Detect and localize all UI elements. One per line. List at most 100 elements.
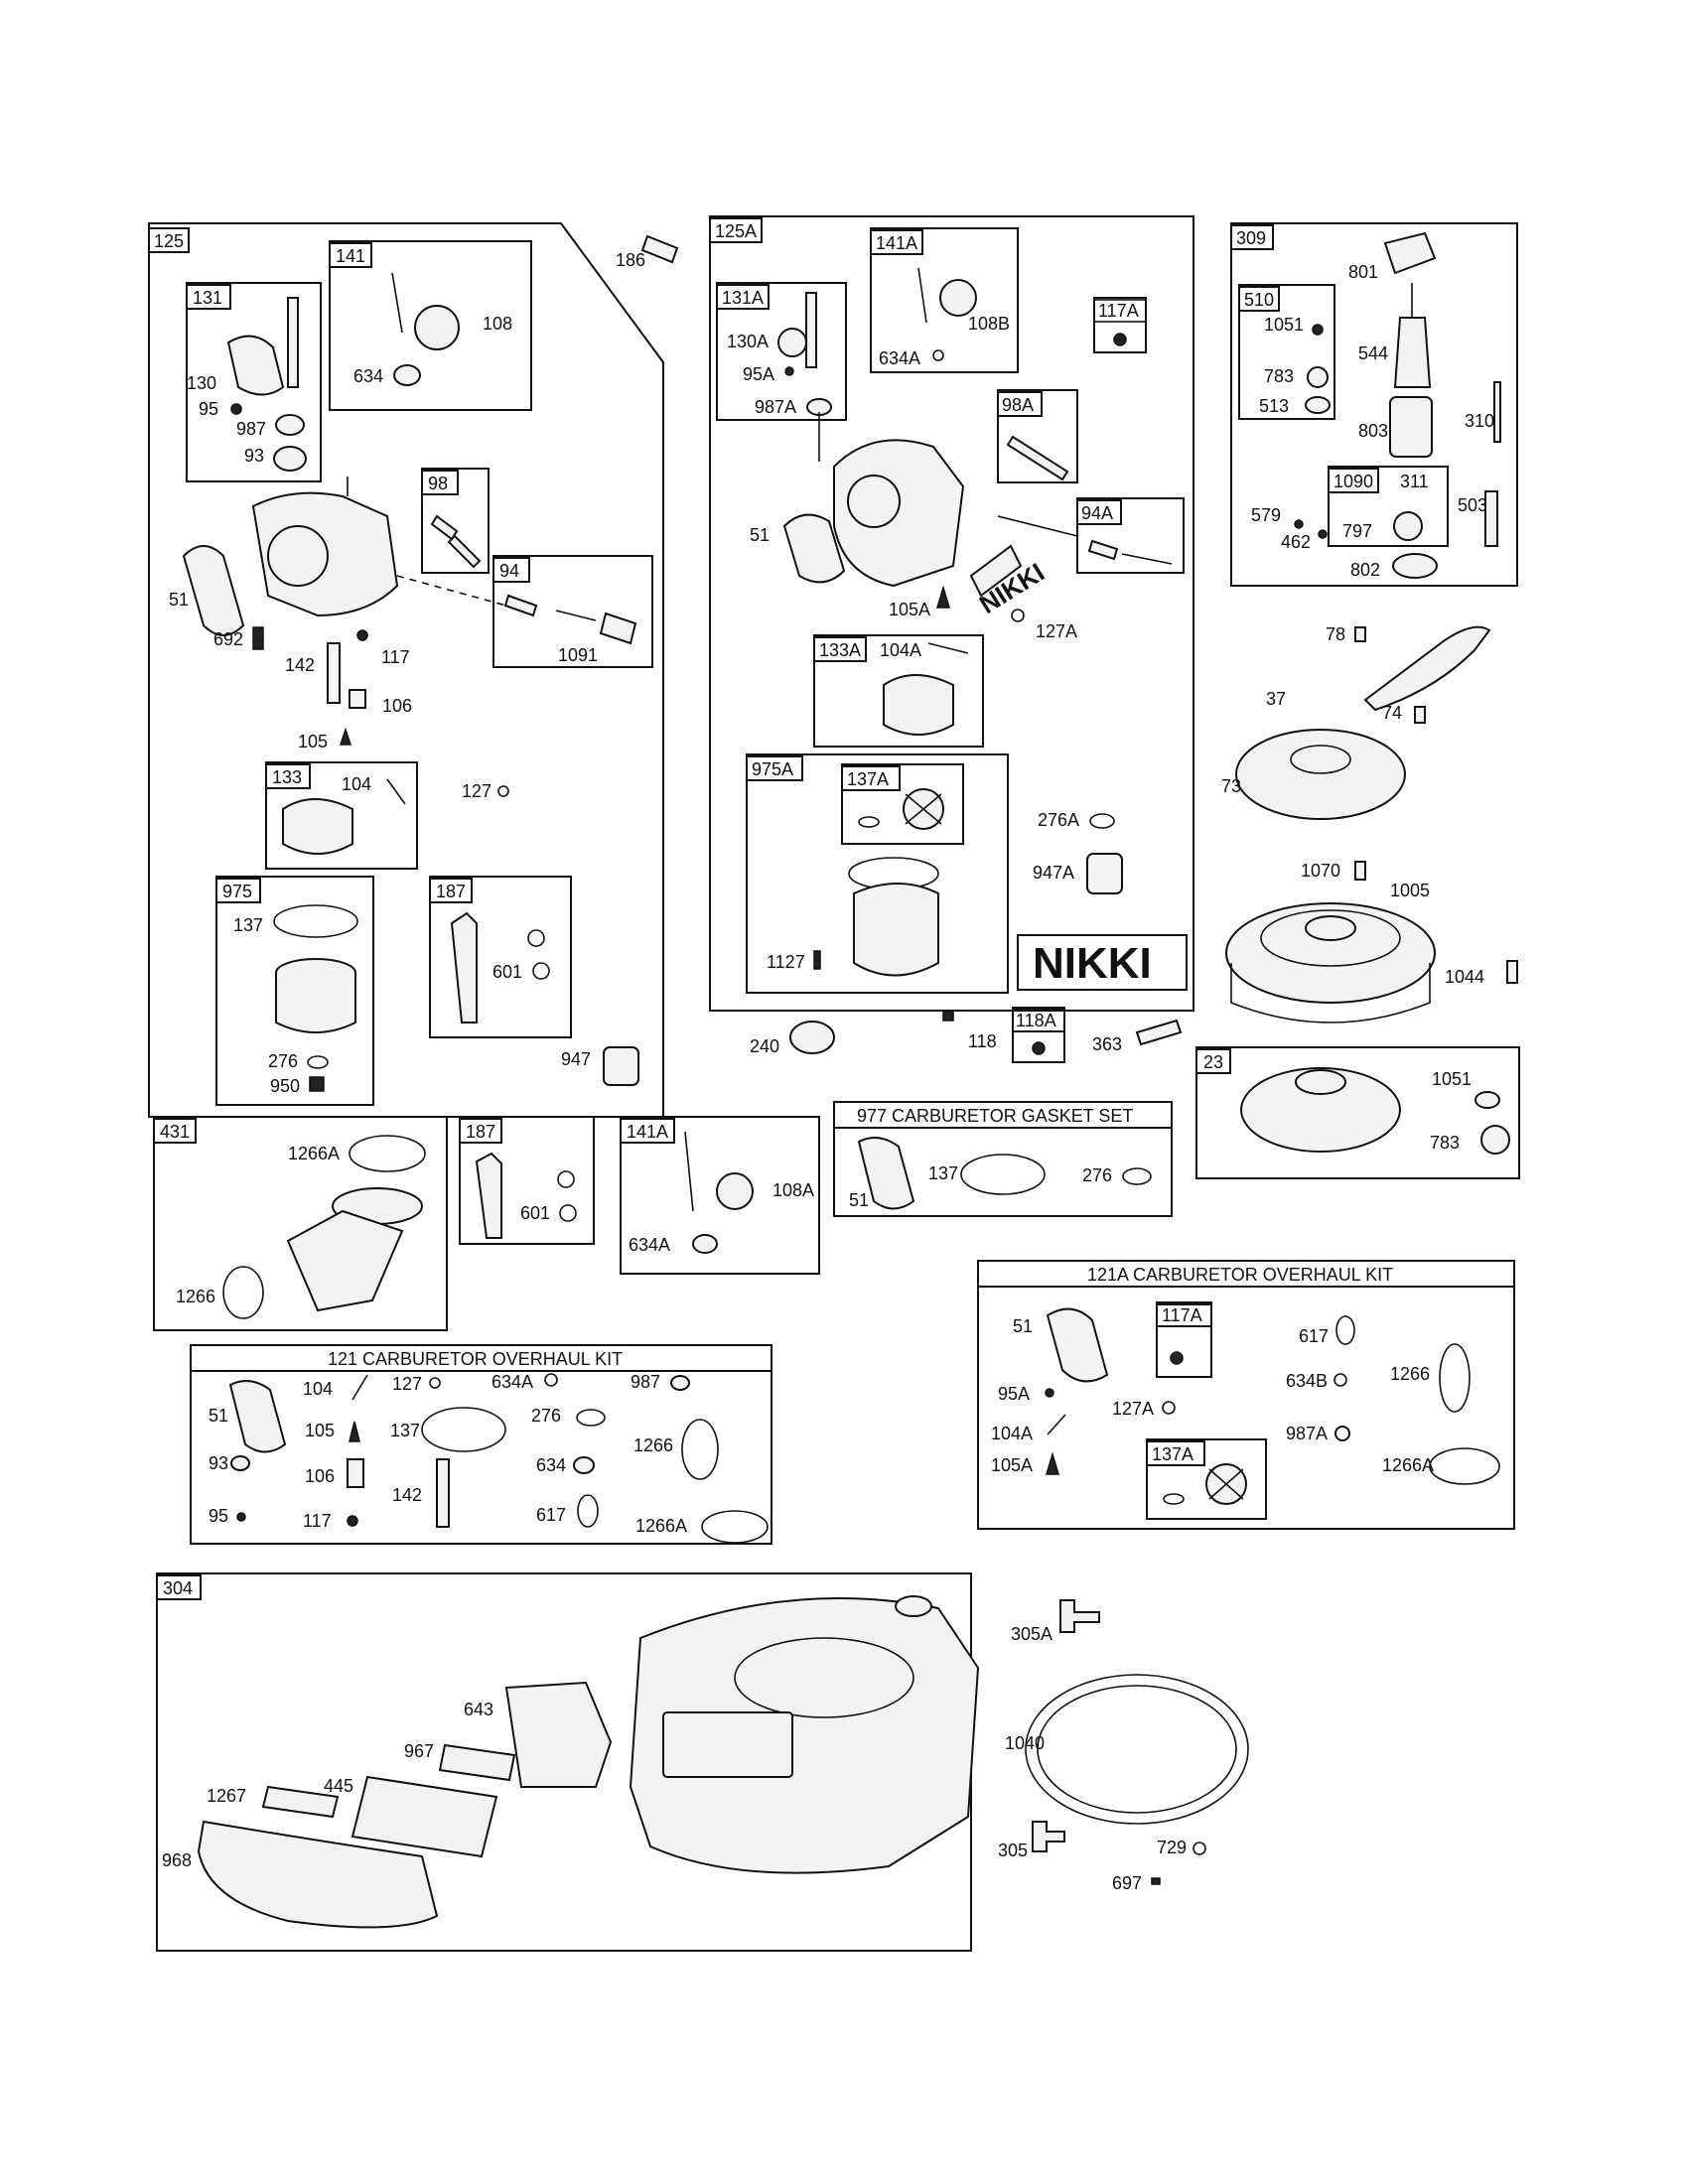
label-634A-121: 634A — [491, 1372, 533, 1392]
label-74: 74 — [1382, 703, 1402, 723]
label-276-977: 276 — [1082, 1165, 1112, 1185]
label-363: 363 — [1092, 1034, 1122, 1054]
label-130A: 130A — [727, 332, 769, 351]
tag-304: 304 — [163, 1578, 193, 1598]
label-104-121: 104 — [303, 1379, 333, 1399]
tag-94: 94 — [499, 561, 519, 581]
tag-117A: 117A — [1098, 301, 1139, 321]
label-105-121: 105 — [305, 1421, 335, 1440]
kit-121: 121 CARBURETOR OVERHAUL KIT 51 104 127 6… — [190, 1344, 772, 1545]
label-117-121: 117 — [303, 1511, 332, 1531]
label-93-121: 93 — [209, 1453, 228, 1473]
label-1266A: 1266A — [288, 1144, 340, 1163]
label-127: 127 — [462, 781, 491, 801]
tag-975A: 975A — [752, 759, 793, 779]
label-276A: 276A — [1038, 810, 1079, 830]
label-987-121: 987 — [631, 1372, 660, 1392]
label-601b: 601 — [520, 1203, 550, 1223]
label-634: 634 — [353, 366, 383, 386]
label-692: 692 — [213, 629, 243, 649]
kit-121A-title: 121A CARBURETOR OVERHAUL KIT — [1087, 1265, 1393, 1285]
label-130: 130 — [187, 373, 216, 393]
label-108B: 108B — [968, 314, 1010, 334]
tag-131: 131 — [193, 288, 222, 308]
label-634-121: 634 — [536, 1455, 566, 1475]
label-1044: 1044 — [1445, 967, 1484, 987]
kit-121-title: 121 CARBURETOR OVERHAUL KIT — [328, 1349, 623, 1369]
kit-977: 977 CARBURETOR GASKET SET 51 137 276 — [833, 1101, 1173, 1217]
group-309: 309 510 1051 783 513 801 544 803 310 109… — [1230, 222, 1518, 587]
label-95-121: 95 — [209, 1506, 228, 1526]
label-783b: 783 — [1430, 1133, 1460, 1153]
tag-141: 141 — [336, 246, 365, 266]
label-579: 579 — [1251, 505, 1281, 525]
tag-23: 23 — [1203, 1052, 1223, 1072]
label-601: 601 — [492, 962, 522, 982]
label-1040: 1040 — [1005, 1733, 1045, 1753]
label-276-121: 276 — [531, 1406, 561, 1426]
tag-187b: 187 — [466, 1122, 495, 1142]
group-flywheel-screen: 78 37 74 73 1070 1005 1044 23 1051 783 — [1195, 624, 1520, 1179]
label-1266-121: 1266 — [633, 1435, 673, 1455]
label-73: 73 — [1221, 776, 1241, 796]
label-947: 947 — [561, 1049, 591, 1069]
tag-98: 98 — [428, 474, 448, 493]
label-801: 801 — [1348, 262, 1378, 282]
label-987: 987 — [236, 419, 266, 439]
label-947A: 947A — [1033, 863, 1074, 883]
label-797: 797 — [1342, 521, 1372, 541]
group-141A-b: 141A 108A 634A — [620, 1116, 820, 1275]
tag-133: 133 — [272, 767, 302, 787]
label-118: 118 — [968, 1031, 997, 1051]
tag-187: 187 — [436, 882, 466, 901]
group-misc: 240 118 118A 363 — [750, 1007, 1183, 1063]
label-127A-121A: 127A — [1112, 1399, 1154, 1419]
label-78: 78 — [1326, 624, 1345, 644]
label-462: 462 — [1281, 532, 1311, 552]
label-137-977: 137 — [928, 1163, 958, 1183]
group-304: 304 643 967 445 1267 968 — [156, 1572, 980, 1952]
tag-975: 975 — [222, 882, 252, 901]
label-108A: 108A — [772, 1180, 814, 1200]
tag-94A: 94A — [1081, 503, 1113, 523]
label-104A-121A: 104A — [991, 1424, 1033, 1443]
label-93: 93 — [244, 446, 264, 466]
label-105A: 105A — [889, 600, 930, 619]
label-104: 104 — [342, 774, 371, 794]
tag-141A: 141A — [876, 233, 917, 253]
label-634B: 634B — [1286, 1371, 1328, 1391]
label-513: 513 — [1259, 396, 1289, 416]
label-1266A-121: 1266A — [635, 1516, 687, 1536]
label-51: 51 — [169, 590, 189, 610]
tag-133A: 133A — [819, 640, 861, 660]
label-51-121: 51 — [209, 1406, 228, 1426]
tag-117A-b: 117A — [1162, 1305, 1202, 1325]
label-51-121A: 51 — [1013, 1316, 1033, 1336]
tag-141A-b: 141A — [627, 1122, 668, 1142]
label-967: 967 — [404, 1741, 434, 1761]
label-783: 783 — [1264, 366, 1294, 386]
label-802: 802 — [1350, 560, 1380, 580]
label-51-977: 51 — [849, 1190, 869, 1210]
group-187b: 187 601 — [459, 1116, 595, 1245]
label-1267: 1267 — [207, 1786, 246, 1806]
label-1266: 1266 — [176, 1287, 215, 1306]
label-127-121: 127 — [392, 1374, 422, 1394]
label-311: 311 — [1400, 472, 1429, 491]
label-697: 697 — [1112, 1873, 1142, 1893]
label-240: 240 — [750, 1036, 779, 1056]
label-105A-121A: 105A — [991, 1455, 1033, 1475]
label-1051: 1051 — [1264, 315, 1304, 335]
tag-510: 510 — [1244, 290, 1274, 310]
label-117: 117 — [381, 647, 410, 667]
label-1127: 1127 — [767, 952, 805, 972]
label-1070: 1070 — [1301, 861, 1340, 881]
group-1040: 305A 1040 305 729 697 — [998, 1599, 1249, 1893]
label-137-121: 137 — [390, 1421, 420, 1440]
kit-977-title: 977 CARBURETOR GASKET SET — [857, 1106, 1133, 1126]
label-1266A-121A: 1266A — [1382, 1455, 1434, 1475]
label-95: 95 — [199, 399, 218, 419]
label-544: 544 — [1358, 343, 1388, 363]
